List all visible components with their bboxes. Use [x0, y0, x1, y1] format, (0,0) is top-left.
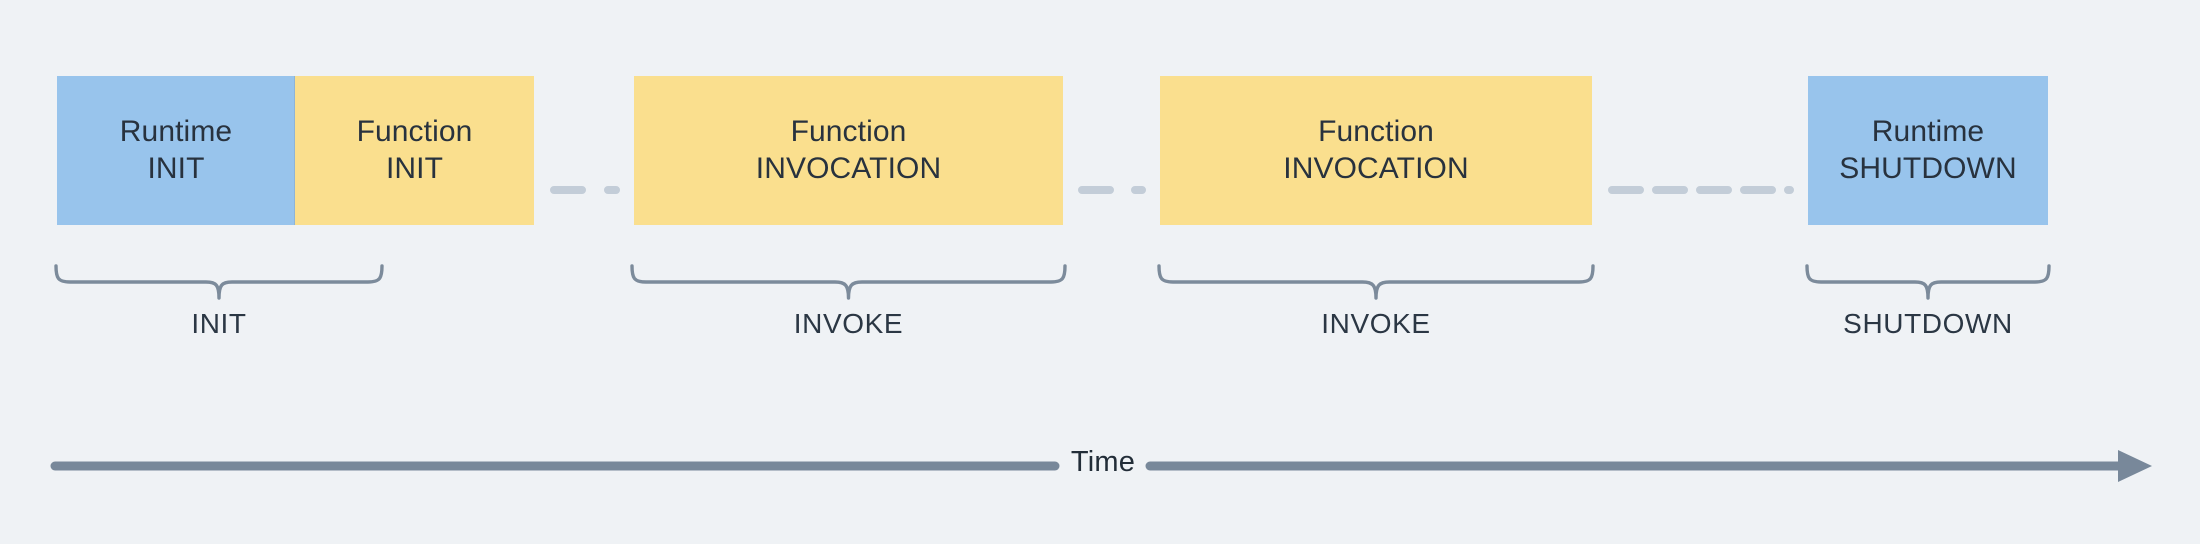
brace-icon-invoke-1: [630, 262, 1067, 302]
time-axis-arrow-icon: [0, 444, 2200, 490]
phase-label-line2: INIT: [147, 151, 205, 185]
phase-box-function-init: Function INIT: [295, 76, 534, 225]
dashed-connector-icon-3: [1608, 186, 1794, 194]
dashed-connector-icon-2: [1078, 186, 1146, 194]
group-label-invoke-1: INVOKE: [793, 308, 904, 339]
group-label-shutdown: SHUTDOWN: [1843, 308, 2013, 339]
brace-icon-invoke-2: [1157, 262, 1595, 302]
phase-label-line2: INVOCATION: [1283, 151, 1469, 185]
brace-icon-shutdown: [1805, 262, 2051, 302]
phase-label-line1: Runtime: [119, 114, 233, 148]
phase-label-line2: SHUTDOWN: [1839, 151, 2017, 185]
phase-label-line1: Function: [356, 114, 473, 148]
phase-label-line2: INVOCATION: [755, 151, 942, 185]
brace-icon-init: [54, 262, 384, 302]
phase-label-line1: Function: [1318, 114, 1434, 148]
group-label-invoke-2: INVOKE: [1321, 308, 1431, 339]
phase-box-function-invocation-1: Function INVOCATION: [634, 76, 1063, 225]
phase-label-line1: Function: [790, 114, 907, 148]
init-box-divider: [294, 76, 295, 225]
phase-label-line2: INIT: [385, 151, 444, 185]
phase-box-runtime-shutdown: Runtime SHUTDOWN: [1808, 76, 2048, 225]
dashed-connector-icon-1: [550, 186, 620, 194]
phase-label-line1: Runtime: [1871, 114, 1985, 148]
group-label-init: INIT: [191, 308, 247, 339]
time-axis-label: Time: [1070, 446, 1136, 478]
phase-box-function-invocation-2: Function INVOCATION: [1160, 76, 1592, 225]
phase-box-runtime-init: Runtime INIT: [57, 76, 295, 225]
